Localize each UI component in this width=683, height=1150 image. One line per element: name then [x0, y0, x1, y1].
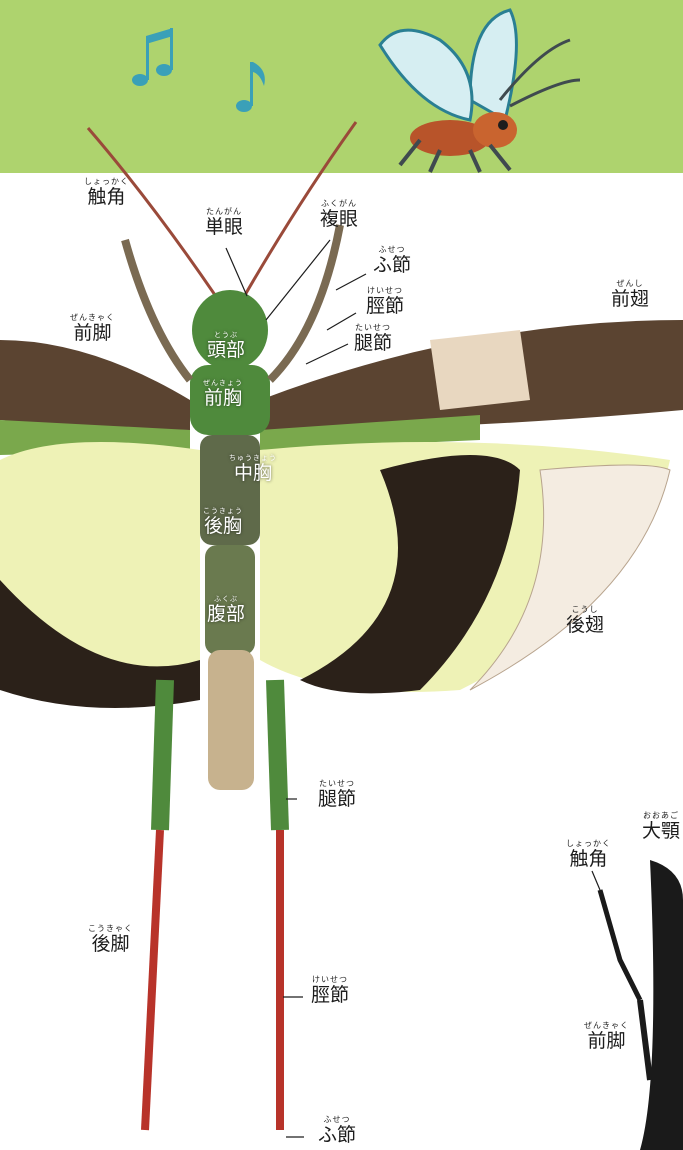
label-hindleg: こうきゃく後脚 [88, 925, 133, 954]
label-beetle-antenna: しょっかく触角 [566, 840, 611, 869]
label-tarsus-front: ふせつふ節 [373, 246, 411, 275]
cartoon-grasshopper-icon [380, 10, 580, 172]
label-metathorax: こうきょう後胸 [203, 508, 243, 536]
label-beetle-foreleg: ぜんきゃく前脚 [584, 1022, 629, 1051]
label-antenna: しょっかく触角 [84, 178, 129, 207]
label-tibia-hind: けいせつ脛節 [311, 976, 349, 1005]
label-tarsus-hind: ふせつふ節 [318, 1116, 356, 1145]
label-beetle-mandible: おおあご大顎 [642, 812, 680, 841]
beetle-image [600, 860, 683, 1150]
label-femur-front: たいせつ腿節 [354, 324, 392, 353]
label-mesothorax: ちゅうきょう中胸 [229, 455, 277, 483]
label-head: とうぶ頭部 [207, 332, 245, 360]
label-foreleg: ぜんきゃく前脚 [70, 314, 115, 343]
label-forewing: ぜんし前翅 [611, 280, 649, 309]
label-compound-eye: ふくがん複眼 [320, 200, 358, 229]
label-femur-hind: たいせつ腿節 [318, 780, 356, 809]
label-prothorax: ぜんきょう前胸 [203, 380, 243, 408]
music-note-icon [132, 28, 173, 86]
music-note-icon [236, 62, 265, 112]
label-ocellus: たんがん単眼 [205, 208, 243, 237]
label-abdomen: ふくぶ腹部 [207, 596, 245, 624]
label-hindwing: こうし後翅 [566, 606, 604, 635]
label-tibia-front: けいせつ脛節 [366, 287, 404, 316]
